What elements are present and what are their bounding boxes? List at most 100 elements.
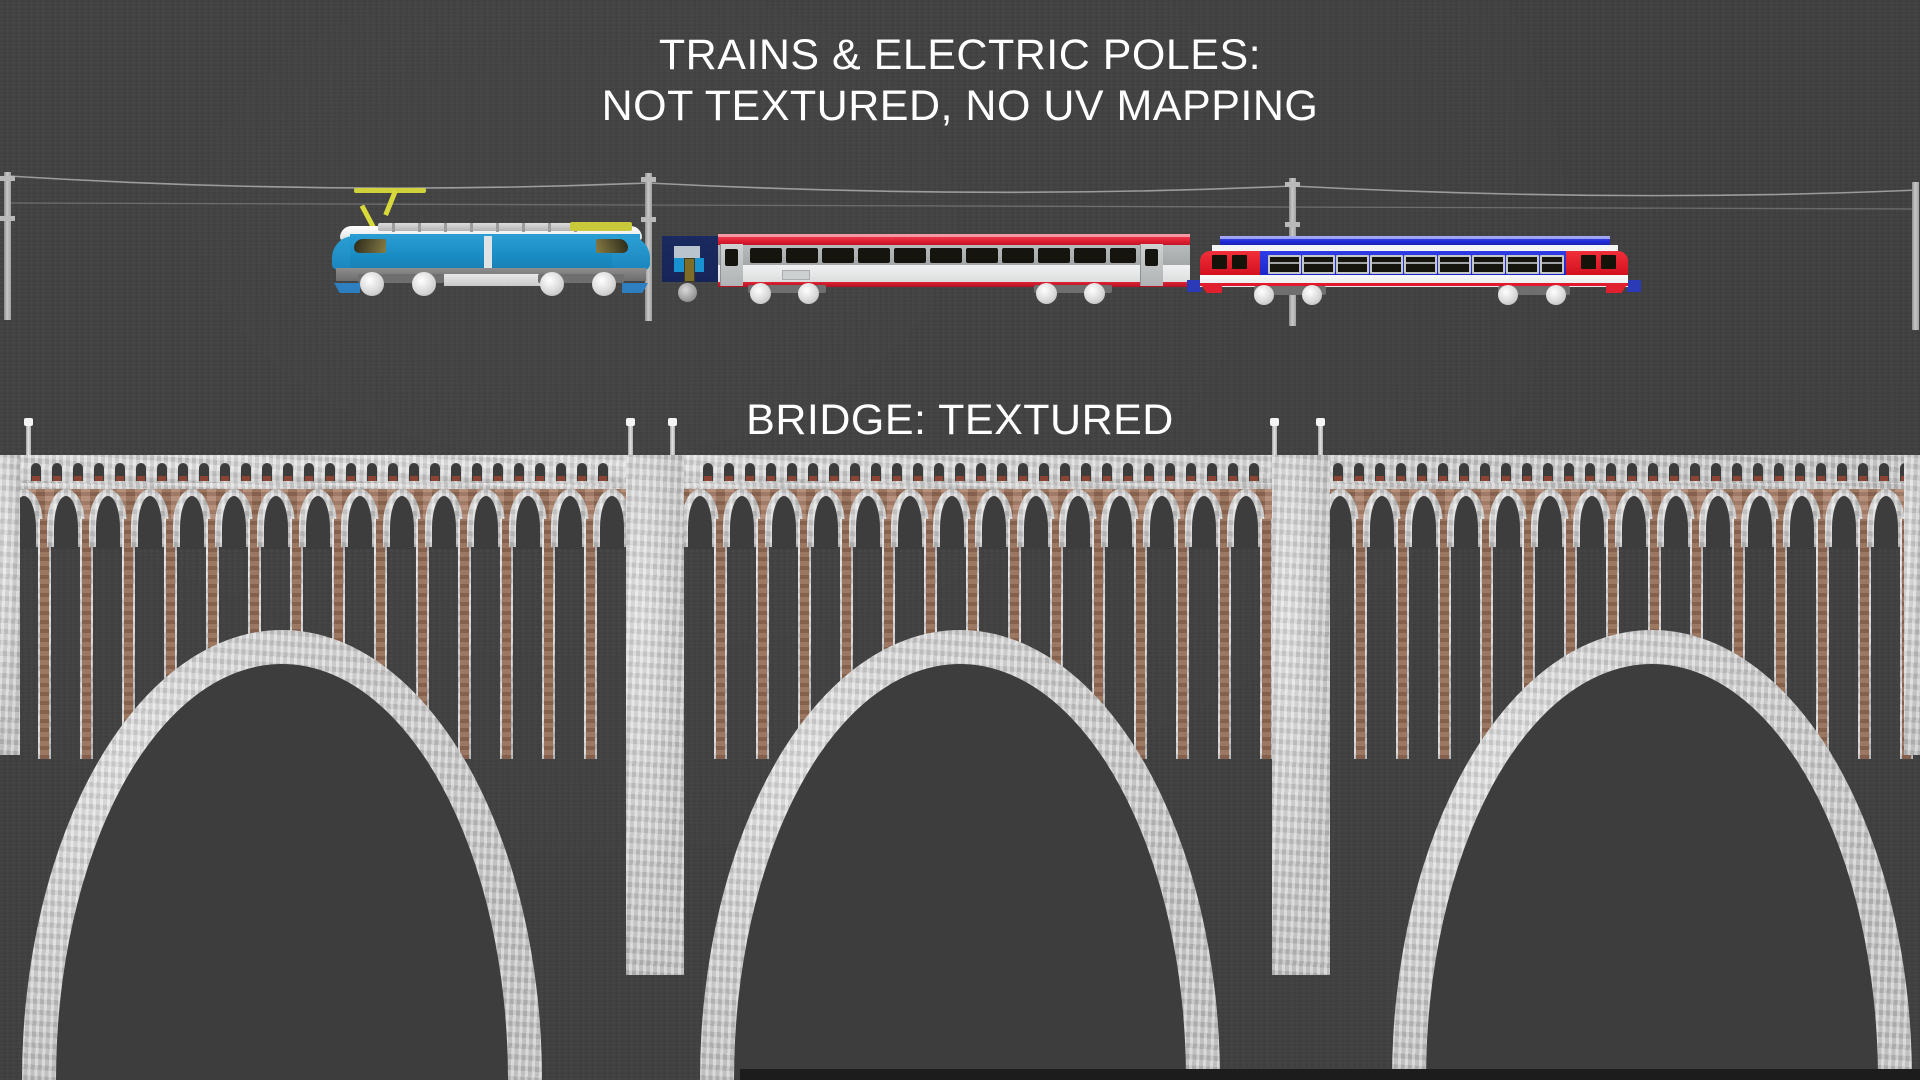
- balustrade-opening: [430, 463, 440, 481]
- coach-lower-body: [718, 265, 1190, 282]
- mast-bracket-top: [0, 176, 15, 181]
- bogie-frame: [1498, 286, 1570, 295]
- loco-underframe-box: [444, 274, 554, 286]
- arcade-arch: [1741, 489, 1779, 549]
- bogie-frame: [748, 285, 826, 293]
- arcade-arch: [173, 489, 211, 549]
- bridge-balustrade: [0, 459, 1920, 483]
- main-arch-2: [700, 630, 1220, 1080]
- catenary-mast-2: [641, 173, 656, 321]
- arcade-column: [1354, 519, 1367, 759]
- balustrade-opening: [1480, 463, 1490, 481]
- arcade-arch: [551, 489, 589, 549]
- arcade-arch: [1227, 489, 1265, 549]
- arcade-column: [1134, 519, 1147, 759]
- arcade-column-core: [1220, 519, 1229, 759]
- arcade-column-core: [1482, 519, 1491, 759]
- arcade-column: [1396, 519, 1409, 759]
- arcade-arch-opening: [982, 496, 1006, 549]
- balustrade-opening: [787, 463, 797, 481]
- arcade-arch-opening: [730, 496, 754, 549]
- arcade-arch: [975, 489, 1013, 549]
- lamp-post: [1316, 418, 1325, 467]
- arcade-arch: [681, 489, 719, 549]
- arcade-column-core: [1356, 519, 1365, 759]
- arcade-column-core: [758, 519, 767, 759]
- arcade-arch-opening: [1622, 496, 1646, 549]
- wheel: [1084, 283, 1105, 304]
- mast-bracket-top: [1285, 182, 1300, 187]
- lamp-head: [24, 418, 33, 426]
- arcade-arch: [1657, 489, 1695, 549]
- loco-windshield-left: [354, 239, 386, 253]
- wheel: [678, 283, 697, 302]
- balustrade-opening: [976, 463, 986, 481]
- arcade-arch: [1867, 489, 1905, 549]
- arcade-arch: [1447, 489, 1485, 549]
- roof-rib: [392, 223, 395, 232]
- arcade-arch-opening: [390, 496, 414, 549]
- railcar-roof-band: [1220, 236, 1610, 245]
- coach-skirt-stripe: [718, 282, 1190, 287]
- balustrade-opening: [934, 463, 944, 481]
- arcade-arch-opening: [1790, 496, 1814, 549]
- balustrade-opening: [1102, 463, 1112, 481]
- arcade-arch: [1143, 489, 1181, 549]
- main-arch-3: [1392, 630, 1912, 1080]
- arcade-arch: [1489, 489, 1527, 549]
- coach-window: [750, 248, 782, 263]
- railcar-window: [1404, 255, 1437, 274]
- balustrade-opening: [745, 463, 755, 481]
- arcade-arch-opening: [898, 496, 922, 549]
- coach-roof-highlight: [718, 234, 1190, 237]
- electric-locomotive: [332, 188, 650, 296]
- coupler-left: [1187, 280, 1201, 292]
- arcade-arch-opening: [1874, 496, 1898, 549]
- arcade-arch-opening: [1108, 496, 1132, 549]
- arcade-column-core: [124, 519, 133, 759]
- arcade-arch: [593, 489, 631, 549]
- arcade-arch-opening: [1234, 496, 1258, 549]
- balustrade-opening: [1228, 463, 1238, 481]
- door-window: [725, 249, 738, 266]
- balustrade-opening: [472, 463, 482, 481]
- balustrade-opening: [262, 463, 272, 481]
- balustrade-opening: [1816, 463, 1826, 481]
- balustrade-opening: [1711, 463, 1721, 481]
- arcade-arch-opening: [1370, 496, 1394, 549]
- arcade-arch-opening: [474, 496, 498, 549]
- coach-window: [894, 248, 926, 263]
- lamp-head: [668, 418, 677, 426]
- coach-access-panel: [782, 270, 810, 280]
- arcade-column-core: [544, 519, 553, 759]
- arcade-arch-opening: [1832, 496, 1856, 549]
- lamp-post: [1270, 418, 1279, 467]
- balustrade-opening: [52, 463, 62, 481]
- coach-window: [966, 248, 998, 263]
- mast-bracket-mid: [0, 216, 15, 221]
- snow-plow-front: [334, 283, 360, 293]
- railcar-plow-left: [1200, 283, 1222, 293]
- arcade-arch-opening: [1748, 496, 1772, 549]
- balustrade-opening: [1249, 463, 1259, 481]
- arcade-arch-opening: [1454, 496, 1478, 549]
- arcade-column-core: [586, 519, 595, 759]
- roof-rib: [444, 223, 447, 232]
- balustrade-opening: [1333, 463, 1343, 481]
- roof-rib: [496, 223, 499, 232]
- arcade-column-core: [166, 519, 175, 759]
- balustrade-opening: [31, 463, 41, 481]
- balustrade-opening: [598, 463, 608, 481]
- arcade-arch-opening: [814, 496, 838, 549]
- arcade-arch-opening: [1150, 496, 1174, 549]
- cab-window: [1581, 255, 1596, 269]
- arcade-arch-opening: [1024, 496, 1048, 549]
- arcade-column-core: [82, 519, 91, 759]
- balustrade-opening: [1774, 463, 1784, 481]
- balustrade-opening: [1564, 463, 1574, 481]
- railcar-window: [1336, 255, 1369, 274]
- balustrade-opening: [1669, 463, 1679, 481]
- cab-window: [1232, 255, 1247, 269]
- lamp-head: [1270, 418, 1279, 426]
- coach-window: [930, 248, 962, 263]
